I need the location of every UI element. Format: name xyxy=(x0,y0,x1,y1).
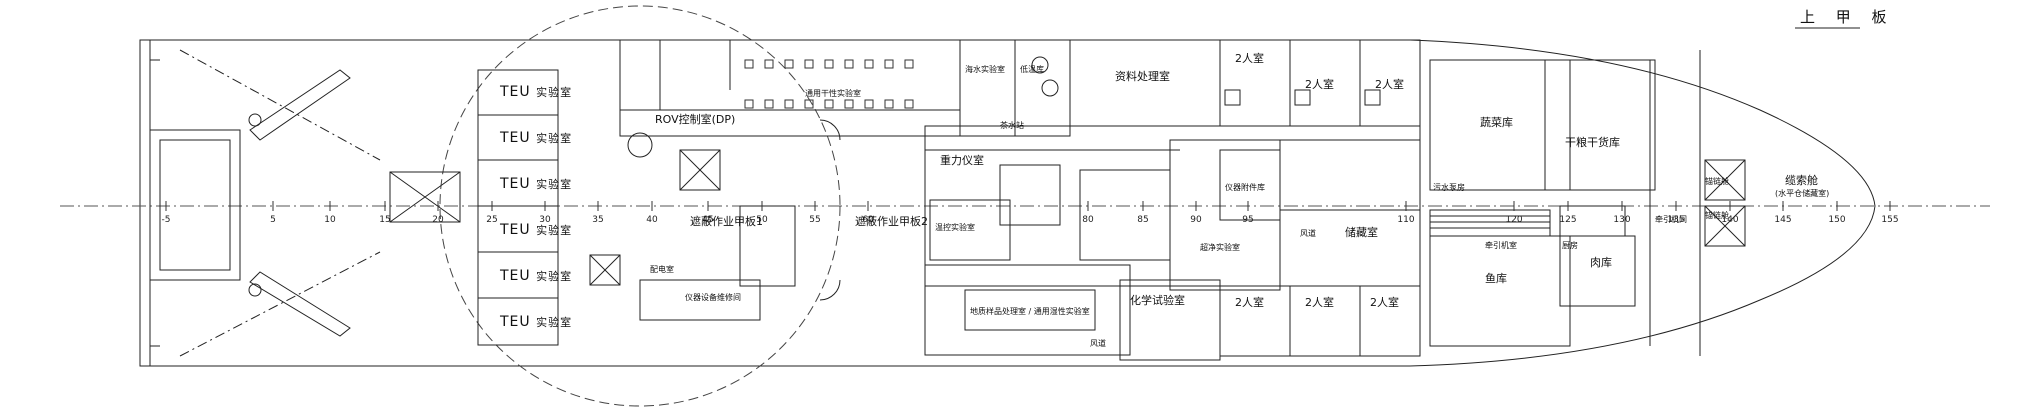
scale-tick: 5 xyxy=(270,215,276,225)
cabin-label: 2人室 xyxy=(1235,51,1264,65)
scale-tick: 30 xyxy=(539,215,551,225)
scale-tick: 155 xyxy=(1881,215,1898,225)
scale-tick: 15 xyxy=(379,215,390,225)
scale-tick: 125 xyxy=(1559,215,1576,225)
instrument-repair-label: 仪器设备维修间 xyxy=(685,292,741,302)
scale-tick: 10 xyxy=(324,215,336,225)
chem-lab-label: 化学试验室 xyxy=(1130,293,1185,307)
sewage-label: 污水泵房 xyxy=(1433,182,1465,192)
scale-tick: 40 xyxy=(646,215,658,225)
deck1-label: 遮蔽作业甲板1 xyxy=(690,214,763,228)
scale-tick: 35 xyxy=(592,215,603,225)
scale-tick: 130 xyxy=(1613,215,1630,225)
data-room-label: 资料处理室 xyxy=(1115,69,1170,83)
cold-lab-label: 低温库 xyxy=(1020,64,1044,74)
scale-tick: 150 xyxy=(1828,215,1845,225)
electrical-label: 配电室 xyxy=(650,264,674,274)
anchor-label: 锚链舱 xyxy=(1705,176,1729,186)
cabin-label: 2人室 xyxy=(1305,77,1334,91)
scale-tick: 120 xyxy=(1505,215,1522,225)
wet-lab-label: 海水实验室 xyxy=(965,64,1005,74)
galley-label: 厨房 xyxy=(1562,240,1578,250)
meat-store-label: 肉库 xyxy=(1590,256,1612,269)
teu-lab-label: TEU 实验室 xyxy=(499,268,572,284)
cabin-label: 2人室 xyxy=(1370,295,1399,309)
store-label: 储藏室 xyxy=(1345,225,1378,239)
super-clean-label: 超净实验室 xyxy=(1200,242,1240,252)
scale-tick: 135 xyxy=(1667,215,1684,225)
deck2-label: 遮蔽作业甲板2 xyxy=(855,214,928,228)
scale-tick: 90 xyxy=(1190,215,1202,225)
scale-tick: -5 xyxy=(162,215,171,225)
teu-lab-label: TEU 实验室 xyxy=(499,222,572,238)
cabin-label: 2人室 xyxy=(1375,77,1404,91)
scale-tick: 145 xyxy=(1774,215,1791,225)
scale-tick: 55 xyxy=(809,215,820,225)
veg-store-label: 蔬菜库 xyxy=(1480,116,1513,129)
rov-control-label: ROV控制室(DP) xyxy=(655,112,735,126)
rope-store-label: 缆索舱 xyxy=(1785,173,1818,187)
fish-store-label: 鱼库 xyxy=(1485,271,1507,285)
rope-store-sub-label: (水平仓储藏室) xyxy=(1775,188,1829,198)
gravity-room-label: 重力仪室 xyxy=(940,153,984,167)
scale-tick: 50 xyxy=(756,215,768,225)
scale-tick: 140 xyxy=(1721,215,1738,225)
anchor-label: 锚链舱 xyxy=(1705,210,1729,220)
teu-lab-label: TEU 实验室 xyxy=(499,314,572,330)
temp-lab-label: 温控实验室 xyxy=(935,222,975,232)
scale-tick: 85 xyxy=(1137,215,1148,225)
geology-room-label: 地质样品处理室 / 通用湿性实验室 xyxy=(970,306,1090,316)
scale-tick: 25 xyxy=(486,215,497,225)
towing-room-label: 牵引机室 xyxy=(1485,240,1517,250)
cabin-label: 2人室 xyxy=(1235,295,1264,309)
scale-tick: 20 xyxy=(432,215,444,225)
teu-lab-label: TEU 实验室 xyxy=(499,176,572,192)
hull-outline xyxy=(139,39,1876,367)
scale-tick: 80 xyxy=(1082,215,1094,225)
cabin-label: 2人室 xyxy=(1305,295,1334,309)
teu-lab-label: TEU 实验室 xyxy=(499,84,572,100)
winch-label: 牵引机间 xyxy=(1655,214,1687,224)
instrument-store-label: 仪器附件库 xyxy=(1225,182,1265,192)
wind-label: 风道 xyxy=(1090,338,1106,348)
scale-tick: 45 xyxy=(702,215,713,225)
wind-label: 风道 xyxy=(1300,228,1316,238)
scale-tick: 110 xyxy=(1397,215,1414,225)
multi-lab-label: 通用干性实验室 xyxy=(805,88,861,98)
drawing-title: 上 甲 板 xyxy=(1800,8,1895,26)
tea-room-label: 茶水站 xyxy=(1000,120,1024,130)
dry-store-label: 干粮干货库 xyxy=(1565,135,1620,149)
teu-lab-label: TEU 实验室 xyxy=(499,130,572,146)
scale-tick: 60 xyxy=(862,215,874,225)
scale-tick: 95 xyxy=(1242,215,1253,225)
